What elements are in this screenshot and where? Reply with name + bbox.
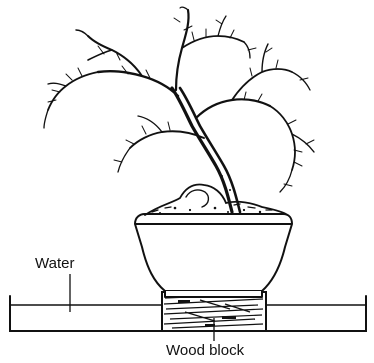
soil-and-rock xyxy=(145,185,286,215)
wood-block-label: Wood block xyxy=(166,343,244,358)
water-label: Water xyxy=(35,256,74,271)
bonsai-tree xyxy=(44,7,314,212)
bonsai-pot xyxy=(135,214,292,297)
